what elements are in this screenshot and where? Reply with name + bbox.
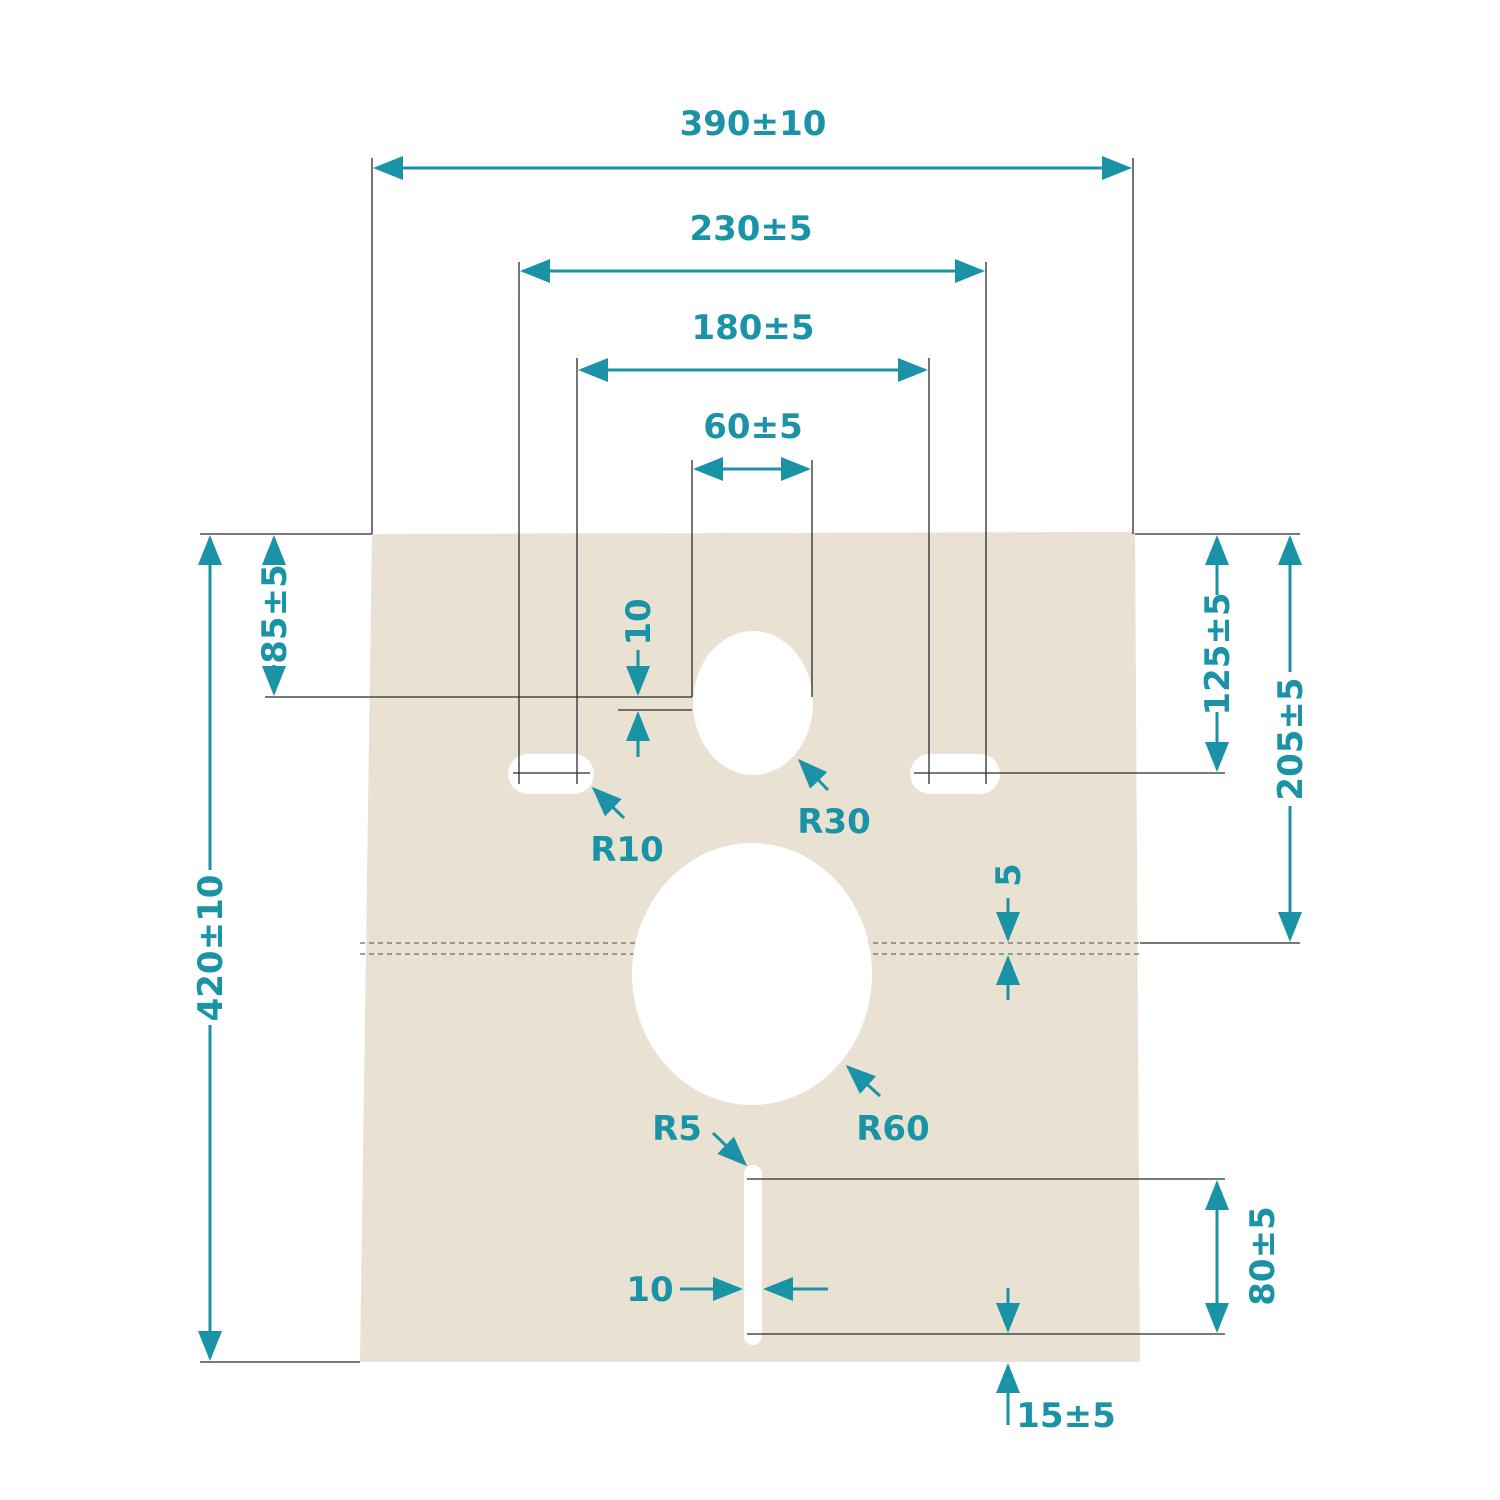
- label-overall-height: 420±10: [191, 875, 231, 1022]
- label-upper-hole-gap: 10: [619, 598, 659, 645]
- label-radius-lower-hole: R60: [856, 1109, 930, 1149]
- label-bottom-slit-length: 80±5: [1243, 1206, 1283, 1305]
- label-bottom-slit-width: 10: [626, 1270, 673, 1310]
- label-radius-slit: R5: [652, 1109, 702, 1149]
- arrow-radius-slot: [591, 786, 626, 820]
- label-top-to-upper-hole: 85±5: [255, 564, 295, 663]
- dimension-arrows: [198, 156, 1302, 1425]
- arrow-radius-lower-hole: [845, 1064, 882, 1098]
- arrow-radius-slit: [711, 1131, 748, 1167]
- label-fold-gap: 5: [989, 863, 1029, 887]
- label-radius-slot: R10: [590, 830, 664, 870]
- label-outer-slot-spacing: 230±5: [689, 209, 812, 249]
- label-upper-hole-width: 60±5: [703, 407, 802, 447]
- arrow-radius-upper-hole: [797, 758, 830, 792]
- label-bottom-margin: 15±5: [1016, 1396, 1115, 1436]
- lower-hole: [632, 843, 872, 1105]
- label-overall-width: 390±10: [680, 104, 827, 144]
- label-top-to-slots: 125±5: [1198, 592, 1238, 715]
- bottom-slit: [744, 1165, 762, 1345]
- right-slot: [910, 754, 1000, 794]
- left-slot: [508, 754, 594, 794]
- extension-lines: [200, 158, 1300, 1363]
- upper-hole: [693, 631, 813, 775]
- label-inner-slot-spacing: 180±5: [691, 308, 814, 348]
- label-top-to-fold: 205±5: [1271, 677, 1311, 800]
- label-radius-upper-hole: R30: [797, 802, 871, 842]
